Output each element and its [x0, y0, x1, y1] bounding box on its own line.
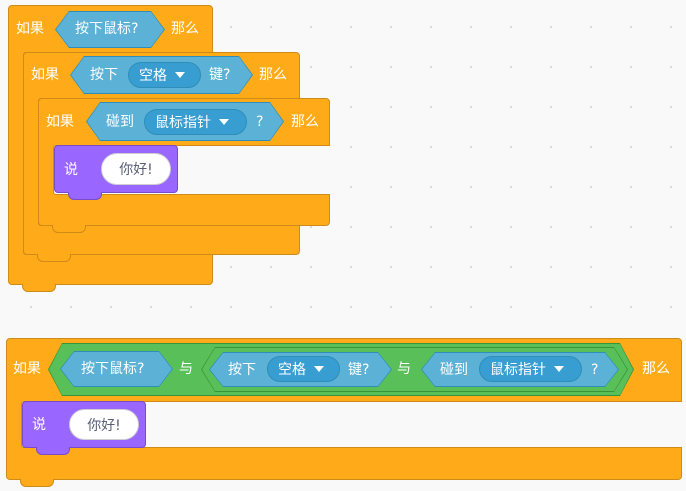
then-keyword: 那么	[259, 67, 287, 83]
key-pressed-reporter[interactable]: 按下 空格 键?	[209, 352, 392, 387]
then-keyword: 那么	[171, 21, 199, 37]
touching-dropdown[interactable]: 鼠标指针	[479, 356, 582, 382]
say-text-value: 你好!	[87, 417, 121, 434]
touching-dropdown-value: 鼠标指针	[155, 115, 211, 131]
mouse-down-reporter[interactable]: 按下鼠标?	[60, 351, 173, 387]
key-pressed-prefix: 按下	[228, 362, 256, 378]
touching-suffix: ?	[256, 114, 264, 130]
then-keyword: 那么	[291, 114, 319, 130]
chevron-down-icon	[554, 366, 564, 372]
if-keyword: 如果	[13, 361, 41, 377]
touching-prefix: 碰到	[106, 114, 134, 130]
and-operator-outer[interactable]: 按下鼠标? 与 按下 空格 键? 与 碰到 鼠标指针	[48, 343, 634, 396]
and-keyword: 与	[179, 361, 193, 377]
say-keyword: 说	[32, 417, 46, 433]
mouse-down-label: 按下鼠标?	[75, 21, 139, 37]
say-text-value: 你好!	[119, 162, 153, 178]
chevron-down-icon	[314, 366, 324, 372]
say-block-notch	[68, 192, 102, 200]
say-text-input[interactable]: 你好!	[101, 153, 171, 185]
touching-suffix: ?	[591, 362, 599, 378]
key-dropdown-value: 空格	[139, 68, 167, 84]
key-dropdown-value: 空格	[278, 362, 306, 378]
mouse-down-label: 按下鼠标?	[81, 361, 145, 377]
say-block[interactable]: 说 你好!	[22, 401, 146, 448]
then-keyword: 那么	[642, 361, 670, 377]
chevron-down-icon	[219, 119, 229, 125]
key-pressed-prefix: 按下	[90, 67, 118, 83]
touching-dropdown-value: 鼠标指针	[490, 362, 546, 378]
key-dropdown[interactable]: 空格	[128, 62, 201, 88]
chevron-down-icon	[175, 72, 185, 78]
touching-dropdown[interactable]: 鼠标指针	[144, 109, 247, 135]
touching-reporter[interactable]: 碰到 鼠标指针 ?	[421, 352, 619, 387]
and-operator-inner[interactable]: 按下 空格 键? 与 碰到 鼠标指针 ?	[201, 347, 628, 392]
if-keyword: 如果	[16, 21, 44, 37]
key-pressed-suffix: 键?	[209, 67, 231, 83]
touching-reporter[interactable]: 碰到 鼠标指针 ?	[86, 102, 284, 141]
say-keyword: 说	[64, 162, 78, 178]
key-dropdown[interactable]: 空格	[267, 356, 340, 382]
if-block-combined-notch	[20, 479, 54, 487]
say-text-input[interactable]: 你好!	[69, 409, 139, 440]
if-block-inner-notch	[52, 225, 86, 233]
if-keyword: 如果	[46, 114, 74, 130]
if-block-outer-notch	[22, 284, 56, 292]
key-pressed-reporter[interactable]: 按下 空格 键?	[70, 56, 253, 94]
touching-prefix: 碰到	[440, 362, 468, 378]
if-keyword: 如果	[31, 67, 59, 83]
say-block[interactable]: 说 你好!	[54, 145, 178, 193]
and-keyword: 与	[397, 361, 411, 377]
if-block-middle-notch	[37, 254, 71, 262]
say-block-notch	[36, 447, 70, 455]
mouse-down-reporter[interactable]: 按下鼠标?	[55, 11, 165, 48]
key-pressed-suffix: 键?	[348, 362, 370, 378]
